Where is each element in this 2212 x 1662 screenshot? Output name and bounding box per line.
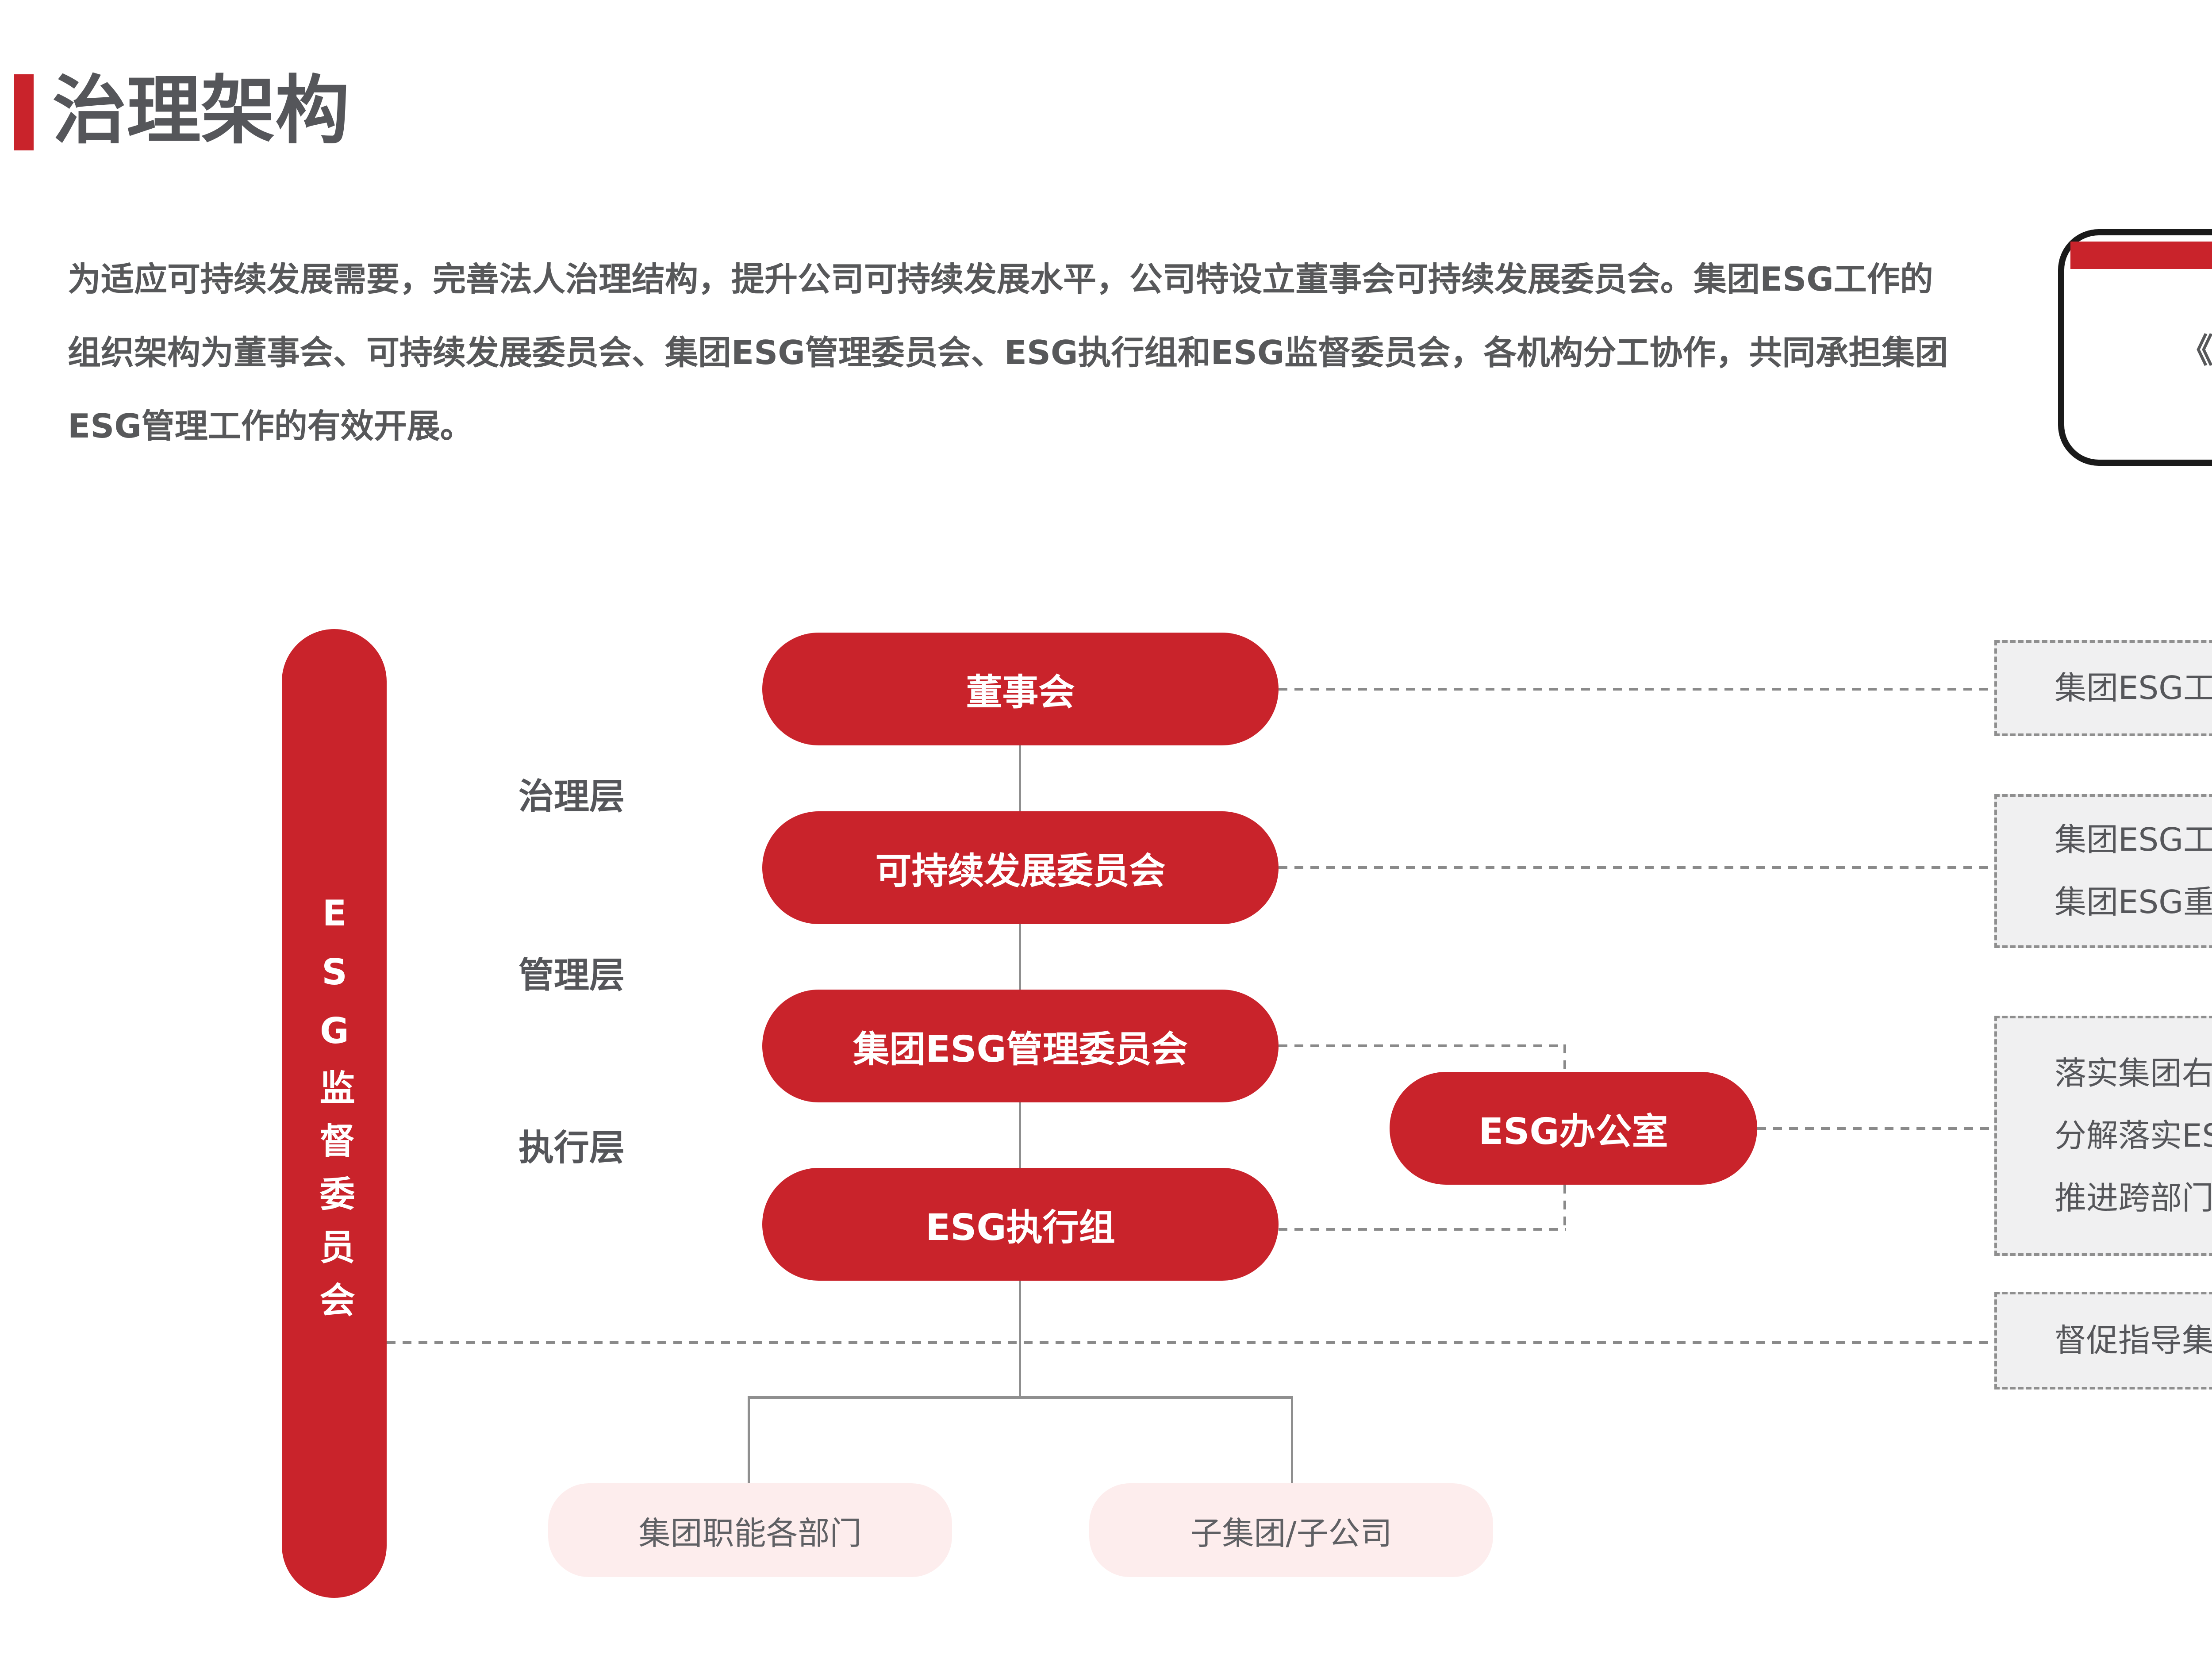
node-board-of-directors: 董事会 bbox=[762, 633, 1279, 745]
description-box-esg-office: 落实集团右观ESG决定 分解落实ESG目标并督办达成 推进跨部门协调机制 bbox=[1994, 1016, 2212, 1256]
description-line: 集团ESG工作最高决策机构 bbox=[2055, 669, 2212, 706]
description-box-supervisory: 督促指导集团ESG工作的开展 bbox=[1994, 1292, 2212, 1389]
dashed-connector bbox=[1563, 1044, 1566, 1072]
description-box-sustainability: 集团ESG工作统筹规划 集团ESG重大事项的批准 bbox=[1994, 794, 2212, 948]
layer-label-governance: 治理层 bbox=[518, 776, 625, 817]
connector-line bbox=[1019, 924, 1021, 990]
node-esg-management-committee: 集团ESG管理委员会 bbox=[762, 990, 1279, 1102]
connector-line bbox=[748, 1396, 750, 1483]
connector-line bbox=[1291, 1396, 1293, 1483]
dashed-connector bbox=[387, 1341, 1994, 1344]
description-line: 推进跨部门协调机制 bbox=[2055, 1179, 2212, 1217]
layer-label-management: 管理层 bbox=[518, 955, 625, 996]
description-line: 落实集团右观ESG决定 bbox=[2055, 1055, 2212, 1092]
dashed-connector bbox=[1563, 1185, 1566, 1231]
node-esg-supervisory-committee: ESG监督委员会 bbox=[282, 629, 387, 1598]
dashed-connector bbox=[1279, 1044, 1566, 1047]
description-line: 集团ESG工作统筹规划 bbox=[2055, 821, 2212, 858]
dashed-connector bbox=[1757, 1127, 1994, 1130]
description-line: 集团ESG重大事项的批准 bbox=[2055, 883, 2212, 921]
node-subgroup-subsidiaries: 子集团/子公司 bbox=[1089, 1483, 1493, 1577]
node-group-functional-departments: 集团职能各部门 bbox=[548, 1483, 952, 1577]
intro-line: 组织架构为董事会、可持续发展委员会、集团ESG管理委员会、ESG执行组和ESG监… bbox=[68, 333, 1948, 372]
intro-line: ESG管理工作的有效开展。 bbox=[68, 407, 473, 445]
dashed-connector bbox=[1279, 866, 1994, 869]
connector-line bbox=[1019, 1280, 1021, 1398]
description-box-board: 集团ESG工作最高决策机构 bbox=[1994, 640, 2212, 736]
node-esg-office: ESG办公室 bbox=[1390, 1072, 1757, 1185]
node-sustainability-committee: 可持续发展委员会 bbox=[762, 811, 1279, 924]
connector-line bbox=[1019, 1102, 1021, 1168]
policy-document-card[interactable]: 《董事会可持续发展委员会工作细则》 ↖ bbox=[2058, 229, 2212, 466]
intro-paragraph: 为适应可持续发展需要，完善法人治理结构，提升公司可持续发展水平，公司特设立董事会… bbox=[68, 242, 1948, 463]
description-line: 督促指导集团ESG工作的开展 bbox=[2055, 1322, 2212, 1359]
node-esg-execution-group: ESG执行组 bbox=[762, 1168, 1279, 1281]
connector-line bbox=[748, 1396, 1293, 1399]
page-title: 治理架构 bbox=[52, 67, 349, 154]
dashed-connector bbox=[1279, 1228, 1566, 1231]
title-accent-bar bbox=[14, 74, 34, 150]
layer-label-execution: 执行层 bbox=[518, 1127, 625, 1168]
policy-card-accent-bar bbox=[2070, 242, 2212, 269]
intro-line: 为适应可持续发展需要，完善法人治理结构，提升公司可持续发展水平，公司特设立董事会… bbox=[68, 260, 1933, 299]
connector-line bbox=[1019, 745, 1021, 811]
description-line: 分解落实ESG目标并督办达成 bbox=[2055, 1117, 2212, 1154]
dashed-connector bbox=[1279, 688, 1994, 691]
policy-card-label: 《董事会可持续发展委员会工作细则》 bbox=[2179, 330, 2212, 370]
